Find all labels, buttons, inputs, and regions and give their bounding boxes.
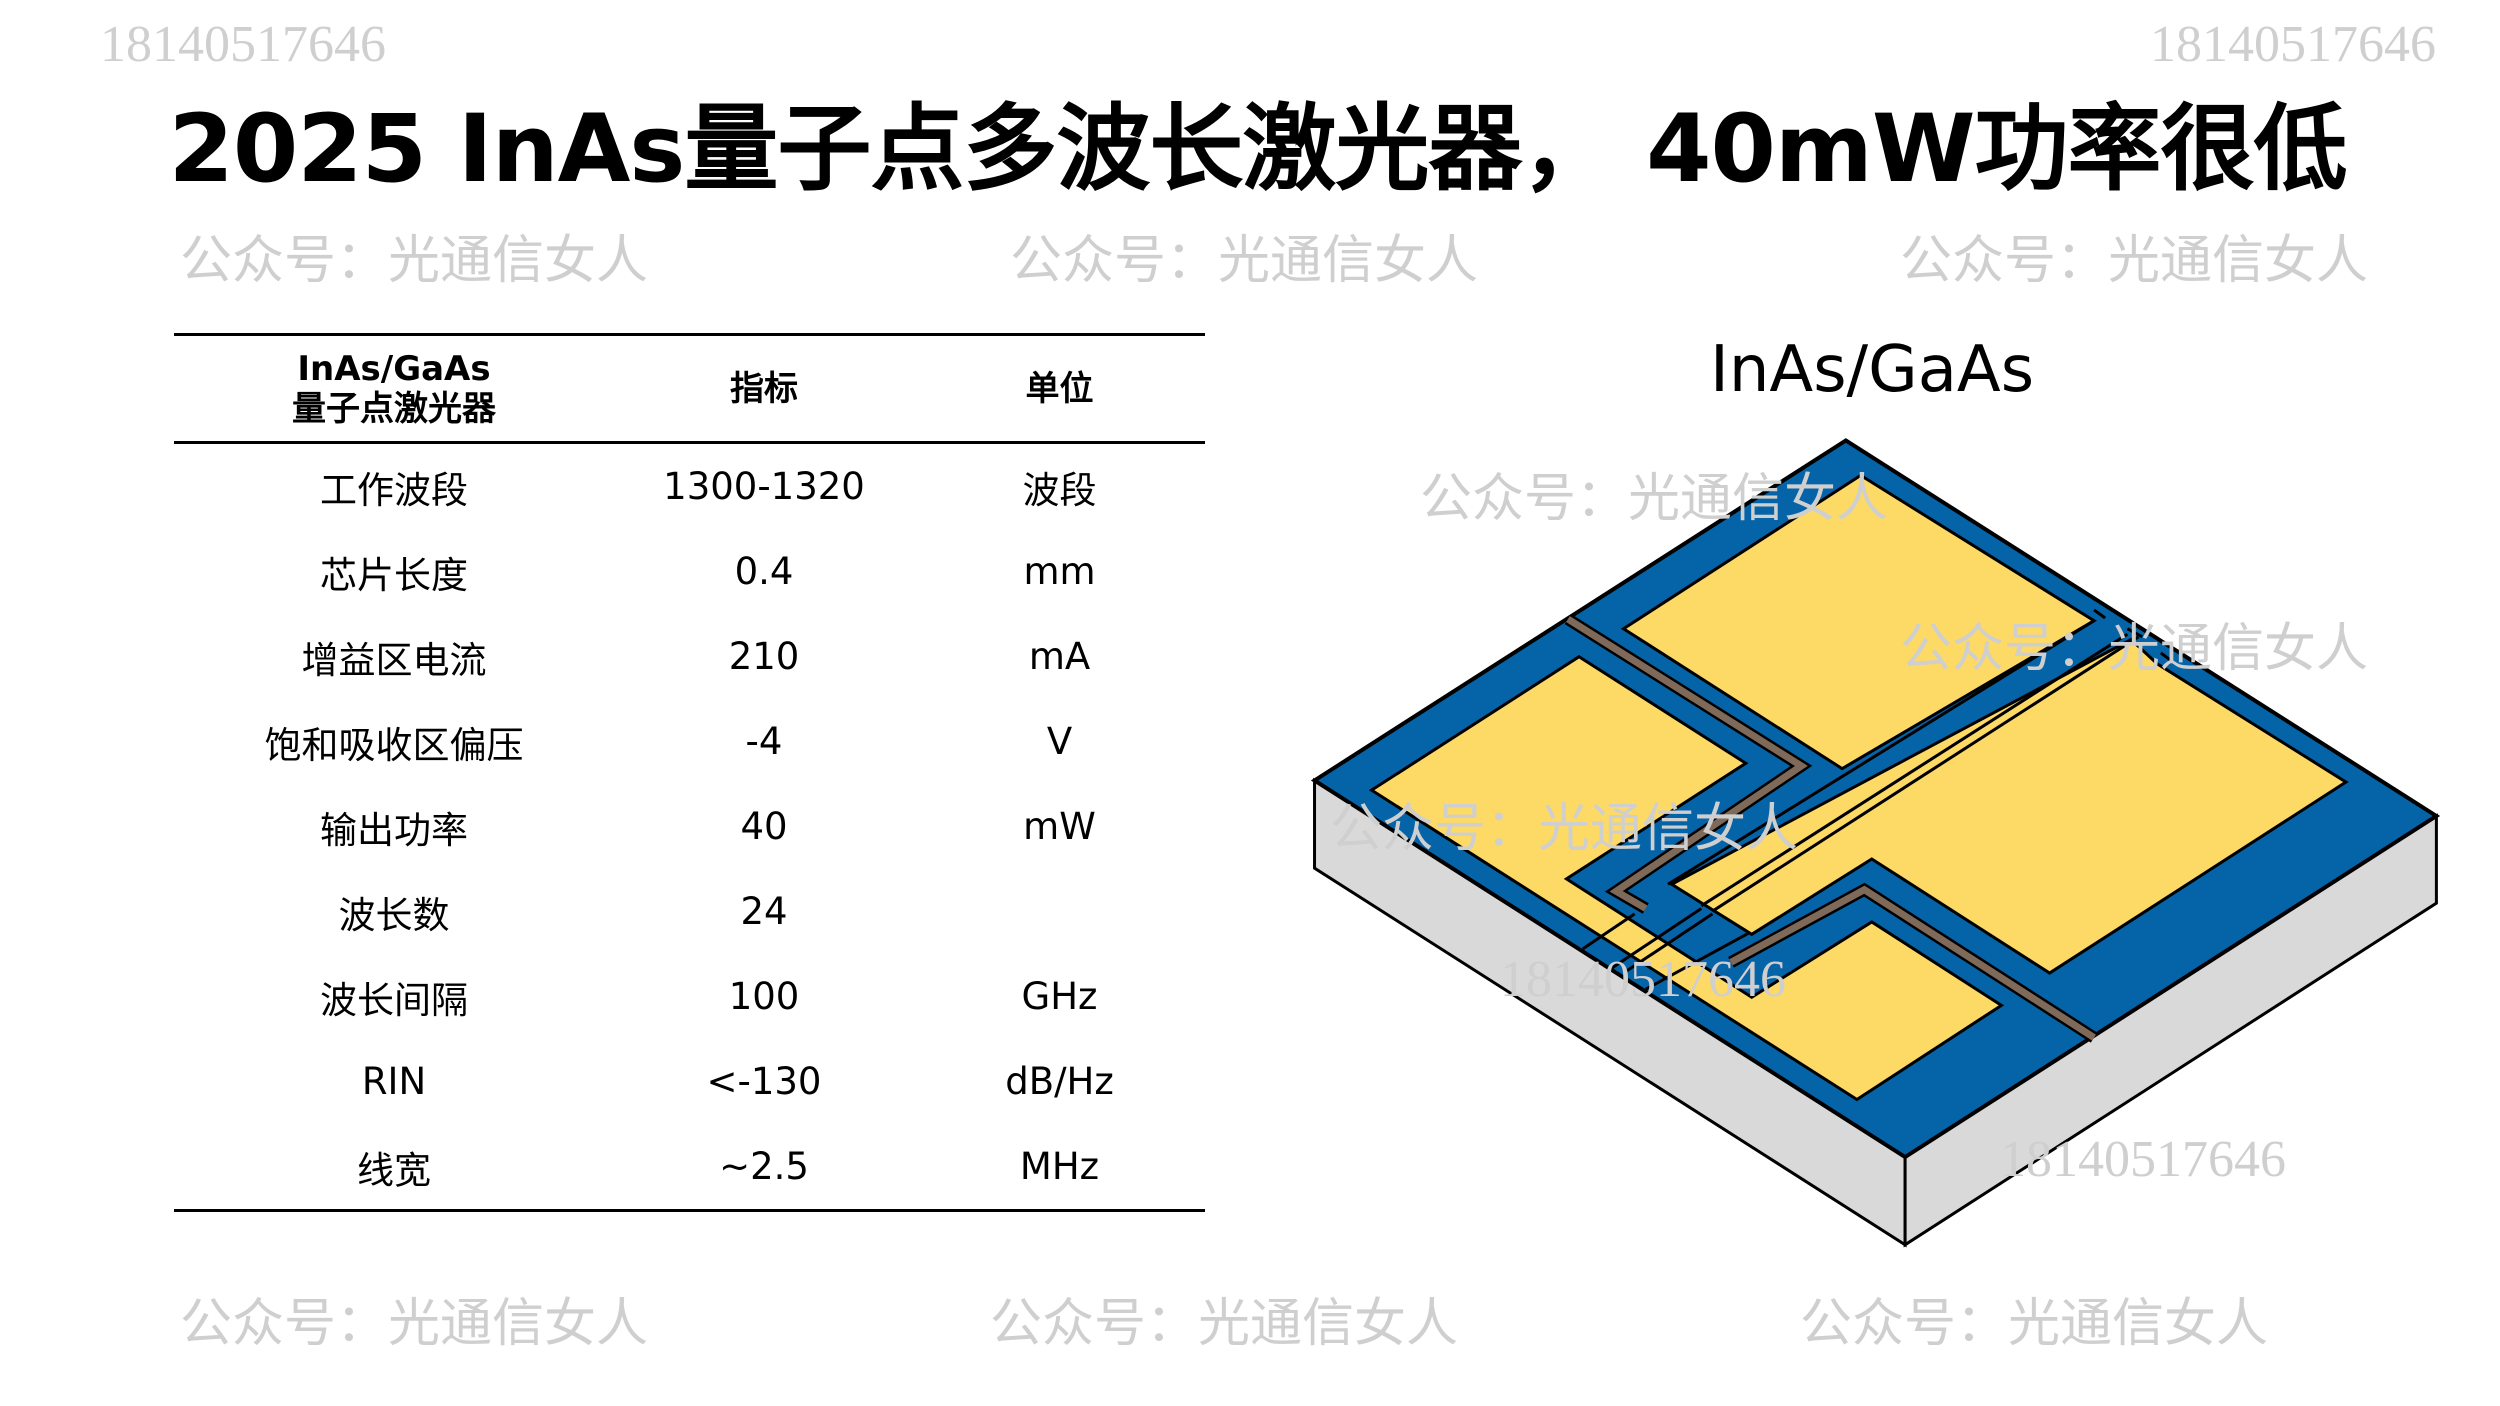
- cell-value: 0.4: [734, 550, 794, 593]
- table-row: 芯片长度 0.4 mm: [174, 529, 1205, 614]
- table-body: 工作波段 1300-1320 波段芯片长度 0.4 mm 增益区电流 210 mA 饱和吸收区偏…: [174, 443, 1205, 1212]
- page-title: 2025 InAs量子点多波长激光器， 40mW功率很低: [168, 95, 2347, 204]
- cell-unit: mm: [1023, 550, 1096, 593]
- table-row: 增益区电流 210 mA: [174, 614, 1205, 699]
- cell-param: 线宽: [174, 1124, 614, 1212]
- cell-param: 输出功率: [320, 808, 468, 852]
- cell-unit: [914, 869, 1205, 954]
- cell-unit: 波段: [1022, 468, 1097, 512]
- header-metric: 指标: [614, 333, 914, 444]
- lower-trench: [1731, 890, 2094, 1038]
- cell-value: ~2.5: [614, 1124, 914, 1212]
- cell-unit: dB/Hz: [1005, 1060, 1114, 1103]
- cell-unit: V: [1046, 720, 1073, 763]
- cell-param: 增益区电流: [301, 638, 487, 682]
- top-contact-pad: [1624, 475, 2095, 768]
- table-row: 波长数 24: [174, 869, 1205, 954]
- header-device-line2: 量子点激光器: [292, 388, 496, 429]
- header-device-line1: InAs/GaAs: [297, 348, 491, 389]
- cell-param: RIN: [361, 1060, 427, 1103]
- table-row: 波长间隔 100 GHz: [174, 954, 1205, 1039]
- cell-param: 波长间隔: [320, 978, 468, 1022]
- cell-unit: mA: [1028, 635, 1091, 678]
- cell-param: 饱和吸收区偏压: [264, 723, 524, 767]
- waveguide-lines: [1583, 610, 2172, 989]
- table-row: 输出功率 40 mW: [174, 784, 1205, 869]
- cell-value: 24: [740, 890, 788, 933]
- cell-unit: MHz: [914, 1124, 1205, 1212]
- header-unit: 单位: [914, 333, 1205, 444]
- diagram-label: InAs/GaAs: [1709, 333, 2035, 407]
- cell-unit: GHz: [1021, 975, 1098, 1018]
- upper-trench: [1568, 619, 1801, 908]
- cell-value: 1300-1320: [663, 465, 865, 508]
- cell-param: 芯片长度: [320, 553, 468, 597]
- cell-value: -4: [745, 720, 783, 763]
- table-row: RIN <-130 dB/Hz: [174, 1039, 1205, 1124]
- table-row: 工作波段 1300-1320 波段: [174, 443, 1205, 530]
- left-contact-pad: [1372, 657, 2002, 1100]
- cell-unit: mW: [1023, 805, 1096, 848]
- cell-param: 工作波段: [320, 468, 468, 512]
- cell-value: 100: [728, 975, 800, 1018]
- cell-value: 210: [728, 635, 800, 678]
- table-row: 饱和吸收区偏压 -4 V: [174, 699, 1205, 784]
- cell-param: 波长数: [338, 893, 450, 937]
- cell-value: <-130: [706, 1060, 822, 1103]
- cell-value: 40: [740, 805, 788, 848]
